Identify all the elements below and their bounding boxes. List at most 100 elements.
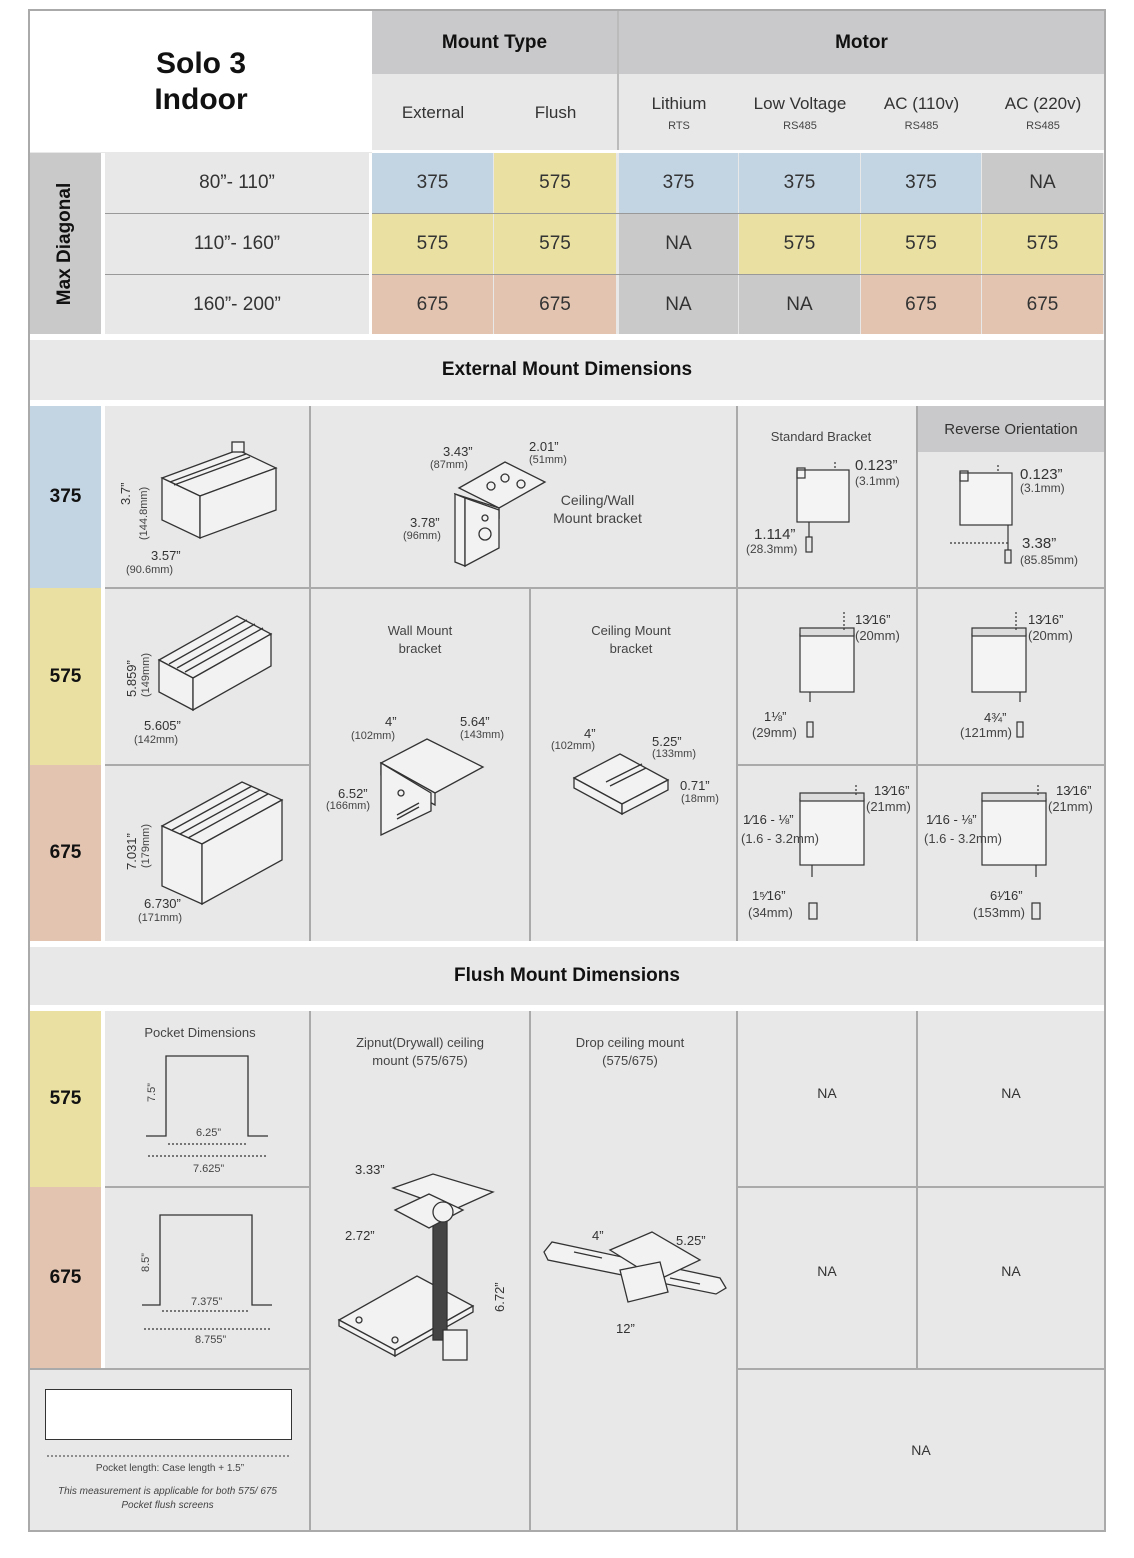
diagonal-value-0-4: 375 bbox=[861, 153, 981, 213]
rev-675-top-mm: (21mm) bbox=[1048, 799, 1093, 814]
std-375-top: 0.123” bbox=[855, 457, 898, 474]
std-575-side: 1⅛” bbox=[764, 709, 787, 724]
flush-na-675-a: NA bbox=[817, 1263, 837, 1279]
pocket-length-box bbox=[45, 1389, 292, 1440]
zipnut-caption1: Zipnut(Drywall) ceiling bbox=[356, 1035, 484, 1050]
flush-section-title: Flush Mount Dimensions bbox=[30, 947, 1104, 1005]
mount-type-header: Mount Type bbox=[372, 11, 617, 74]
wall-bracket-b: 5.64” bbox=[460, 714, 490, 729]
ext-label-675: 675 bbox=[30, 765, 101, 941]
pocket-note-2: This measurement is applicable for both … bbox=[57, 1486, 277, 1497]
diagonal-value-0-0: 375 bbox=[372, 153, 493, 213]
wall-bracket-b-mm: (143mm) bbox=[460, 729, 505, 741]
pocket-575-inner: 6.25” bbox=[196, 1127, 222, 1139]
pocket-note-3: Pocket flush screens bbox=[121, 1500, 214, 1511]
bracket-375-a-mm: (87mm) bbox=[430, 459, 468, 471]
col-ac110-label: AC (110v) bbox=[883, 94, 960, 113]
case-675-w-mm: (171mm) bbox=[138, 912, 183, 924]
std-575-side-mm: (29mm) bbox=[752, 725, 797, 740]
zipnut-c: 6.72” bbox=[492, 1282, 507, 1312]
bracket-375-b: 2.01” bbox=[529, 439, 559, 454]
diagonal-value-0-3: 375 bbox=[739, 153, 860, 213]
ext-label-575: 575 bbox=[30, 588, 101, 765]
rev-375-side-mm: (85.85mm) bbox=[1020, 553, 1079, 567]
diagonal-value-0-2: 375 bbox=[619, 153, 738, 213]
col-low-voltage-sub: RS485 bbox=[783, 120, 817, 132]
external-section-title: External Mount Dimensions bbox=[30, 340, 1104, 400]
wall-bracket-caption1: Wall Mount bbox=[387, 623, 453, 638]
diagonal-value-1-4: 575 bbox=[861, 214, 981, 274]
rev-375-top-mm: (3.1mm) bbox=[1020, 481, 1065, 495]
ceiling-bracket-c-mm: (18mm) bbox=[681, 793, 719, 805]
rev-375-side: 3.38” bbox=[1022, 535, 1057, 552]
flush-na-575-b: NA bbox=[1001, 1085, 1021, 1101]
ceiling-bracket-a-mm: (102mm) bbox=[551, 740, 596, 752]
case-375-h: 3.7” bbox=[118, 482, 133, 505]
diagonal-value-2-4: 675 bbox=[861, 275, 981, 334]
drop-a: 4” bbox=[592, 1228, 604, 1243]
pocket-575-h: 7.5” bbox=[146, 1083, 158, 1102]
max-diagonal-label: Max Diagonal bbox=[54, 182, 76, 305]
drop-c: 12” bbox=[616, 1321, 635, 1336]
diagonal-value-2-2: NA bbox=[619, 275, 738, 334]
case-575-h-mm: (149mm) bbox=[140, 652, 152, 697]
col-low-voltage-label: Low Voltage bbox=[753, 94, 847, 113]
case-375-w: 3.57” bbox=[151, 548, 181, 563]
rev-575-side-mm: (121mm) bbox=[960, 725, 1013, 740]
flush-label-675: 675 bbox=[30, 1187, 101, 1368]
bracket-375-caption1: Ceiling/Wall bbox=[560, 492, 635, 508]
std-575-top: 13⁄16” bbox=[855, 612, 891, 627]
col-external-label: External bbox=[401, 103, 465, 122]
max-diagonal-cell: Max Diagonal bbox=[30, 153, 101, 334]
ceiling-bracket-b-mm: (133mm) bbox=[652, 748, 697, 760]
col-ac220-sub: RS485 bbox=[1026, 120, 1060, 132]
page-title-line2: Indoor bbox=[154, 82, 248, 116]
col-ac110: AC (110v) RS485 bbox=[861, 74, 982, 152]
rev-675-top: 13⁄16” bbox=[1056, 783, 1092, 798]
col-ac220-label: AC (220v) bbox=[1004, 94, 1082, 113]
diagonal-range-2: 160”- 200” bbox=[105, 275, 369, 334]
diagonal-value-0-5: NA bbox=[982, 153, 1103, 213]
diagonal-range-0: 80”- 110” bbox=[105, 153, 369, 213]
pocket-675-h: 8.5” bbox=[140, 1253, 152, 1272]
drop-b: 5.25” bbox=[676, 1233, 706, 1248]
pocket-title: Pocket Dimensions bbox=[144, 1025, 256, 1040]
zipnut-a: 3.33” bbox=[355, 1162, 385, 1177]
std-675-gap: 1⁄16 - ⅛” bbox=[743, 812, 794, 827]
case-375-h-mm: (144.8mm) bbox=[138, 486, 150, 540]
std-675-top-mm: (21mm) bbox=[866, 799, 911, 814]
std-375-side: 1.114” bbox=[754, 526, 796, 543]
wall-bracket-a-mm: (102mm) bbox=[351, 730, 396, 742]
std-675-gap-mm: (1.6 - 3.2mm) bbox=[741, 831, 820, 846]
page-title-line1: Solo 3 bbox=[155, 46, 246, 80]
rev-675-gap: 1⁄16 - ⅛” bbox=[926, 812, 977, 827]
std-675-side: 1⁵⁄16” bbox=[752, 888, 786, 903]
bracket-375-b-mm: (51mm) bbox=[529, 454, 567, 466]
rev-575-top: 13⁄16” bbox=[1028, 612, 1064, 627]
bracket-375-a: 3.43” bbox=[443, 444, 473, 459]
case-675-h-mm: (179mm) bbox=[140, 823, 152, 868]
diagonal-value-1-2: NA bbox=[619, 214, 738, 274]
diagonal-value-0-1: 575 bbox=[494, 153, 616, 213]
rev-575-side: 4¾” bbox=[984, 710, 1007, 725]
ceiling-bracket-caption1: Ceiling Mount bbox=[591, 623, 671, 638]
diagonal-value-1-5: 575 bbox=[982, 214, 1103, 274]
col-lithium-sub: RTS bbox=[668, 120, 690, 132]
col-flush-label: Flush bbox=[534, 103, 577, 122]
case-575-h: 5.859” bbox=[124, 660, 139, 697]
ceiling-bracket-c: 0.71” bbox=[680, 778, 710, 793]
ceiling-bracket-caption2: bracket bbox=[609, 641, 653, 656]
rev-675-side-mm: (153mm) bbox=[973, 905, 1026, 920]
std-575-top-mm: (20mm) bbox=[855, 628, 900, 643]
diagonal-value-2-0: 675 bbox=[372, 275, 493, 334]
col-flush: Flush bbox=[494, 74, 617, 152]
flush-na-575-a: NA bbox=[817, 1085, 837, 1101]
reverse-orientation-title: Reverse Orientation bbox=[918, 406, 1104, 452]
ext-label-375: 375 bbox=[30, 406, 101, 588]
pocket-675-outer: 8.755” bbox=[195, 1334, 227, 1346]
diagonal-range-1: 110”- 160” bbox=[105, 214, 369, 274]
title-cell: Solo 3 Indoor bbox=[30, 11, 372, 152]
col-lithium: Lithium RTS bbox=[619, 74, 739, 152]
std-675-top: 13⁄16” bbox=[874, 783, 910, 798]
case-675-w: 6.730” bbox=[144, 896, 181, 911]
